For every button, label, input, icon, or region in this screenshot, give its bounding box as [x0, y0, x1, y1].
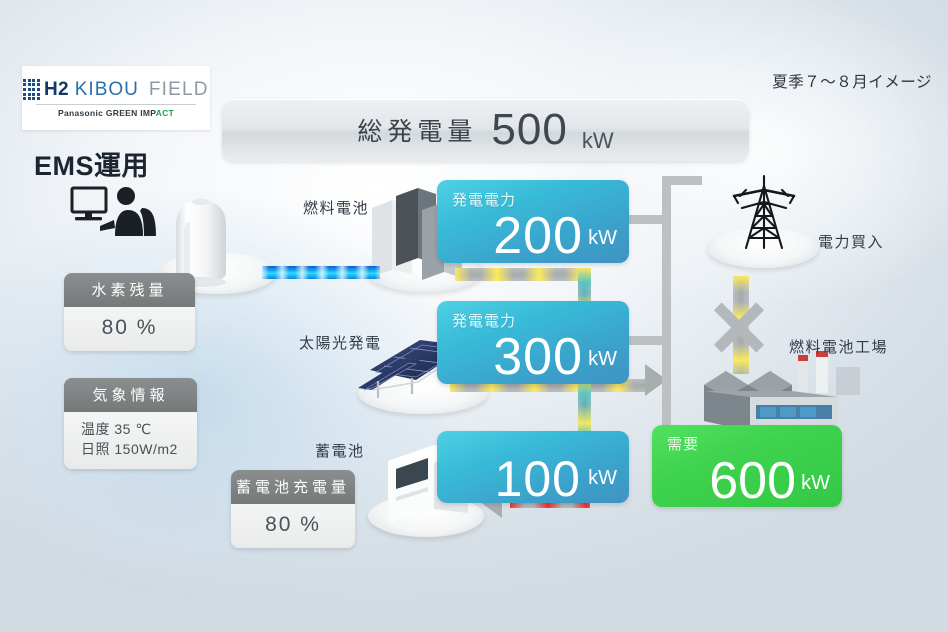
battery-charge-card: 蓄電池充電量 80 % [231, 470, 355, 548]
transmission-tower-icon [732, 174, 796, 250]
fuel-cell-power-unit: kW [588, 227, 617, 249]
label-fuel-cell: 燃料電池 [303, 200, 370, 217]
solar-power-box: 発電電力 300 kW [437, 301, 629, 387]
total-generation-label: 総発電量 [357, 118, 478, 146]
fuel-cell-box-label: 発電電力 [452, 192, 517, 209]
weather-info-body: 温度 35 ℃ 日照 150W/m2 [64, 412, 197, 469]
label-factory: 燃料電池工場 [789, 339, 889, 356]
weather-temperature-key: 温度 [81, 421, 110, 437]
logo-tagline: Panasonic GREEN IMPACT [58, 108, 174, 118]
brand-logo: H2 KIBOU FIELD Panasonic GREEN IMPACT [22, 66, 210, 130]
logo-field: FIELD [148, 78, 209, 100]
label-solar: 太陽光発電 [299, 335, 382, 352]
page-title: EMS運用 [34, 151, 150, 181]
logo-h2: H2 [44, 78, 69, 100]
weather-row-temperature: 温度 35 ℃ [64, 419, 197, 439]
solar-power-value: 300 [493, 328, 583, 387]
hydrogen-remaining-title: 水素残量 [64, 273, 195, 307]
battery-charge-value: 80 % [265, 513, 321, 536]
weather-info-card: 気象情報 温度 35 ℃ 日照 150W/m2 [64, 378, 197, 469]
total-generation-bar: 総発電量 500 kW [222, 99, 749, 161]
battery-power-unit: kW [588, 467, 617, 489]
hydrogen-remaining-value: 80 % [101, 316, 158, 339]
total-generation-value: 500 [491, 105, 568, 154]
x-cross-icon [709, 296, 769, 356]
fuel-cell-power-value: 200 [493, 207, 583, 266]
logo-tagline-green: GREEN [105, 107, 138, 118]
season-note: 夏季７～８月イメージ [772, 74, 932, 91]
total-generation-unit: kW [581, 128, 614, 153]
weather-irradiance-key: 日照 [81, 441, 110, 458]
flow-hydrogen-to-fuelcell [262, 266, 380, 279]
pipe-vertical-right [662, 176, 671, 441]
arrow-to-factory-icon [645, 364, 667, 396]
hydrogen-tank-icon [176, 198, 226, 287]
weather-row-irradiance: 日照 150W/m2 [64, 439, 197, 459]
logo-tagline-imp: IMP [140, 107, 156, 118]
hydrogen-remaining-body: 80 % [64, 307, 195, 351]
pipe-pv-right [629, 336, 669, 345]
grid-dots-icon [23, 78, 41, 101]
factory-icon [704, 351, 860, 431]
battery-charge-body: 80 % [231, 504, 355, 548]
weather-temperature-value: 35 ℃ [114, 421, 152, 437]
label-battery: 蓄電池 [315, 443, 365, 460]
solar-box-label: 発電電力 [452, 313, 517, 330]
logo-tagline-brand: Panasonic [57, 107, 104, 118]
operator-at-monitor-icon [70, 186, 156, 236]
logo-divider [36, 103, 196, 105]
weather-irradiance-value: 150W/m2 [114, 441, 178, 458]
battery-charge-title: 蓄電池充電量 [231, 470, 355, 504]
hydrogen-remaining-card: 水素残量 80 % [64, 273, 195, 351]
demand-box: 需要 600 kW [652, 425, 842, 511]
label-power-purchase: 電力買入 [818, 234, 885, 251]
flow-fuelcell-to-bus [455, 268, 585, 281]
logo-tagline-act: ACT [155, 107, 175, 118]
weather-info-title: 気象情報 [64, 378, 197, 412]
demand-value: 600 [709, 452, 796, 511]
logo-kibou: KIBOU [74, 78, 139, 100]
pipe-top-right [662, 176, 702, 185]
solar-power-unit: kW [588, 348, 617, 370]
fuel-cell-power-box: 発電電力 200 kW [437, 180, 629, 266]
battery-power-value: 100 [494, 450, 581, 507]
battery-power-box: 100 kW [437, 431, 629, 507]
pipe-fc-right [629, 215, 669, 224]
demand-box-label: 需要 [667, 436, 700, 453]
demand-unit: kW [801, 472, 830, 494]
